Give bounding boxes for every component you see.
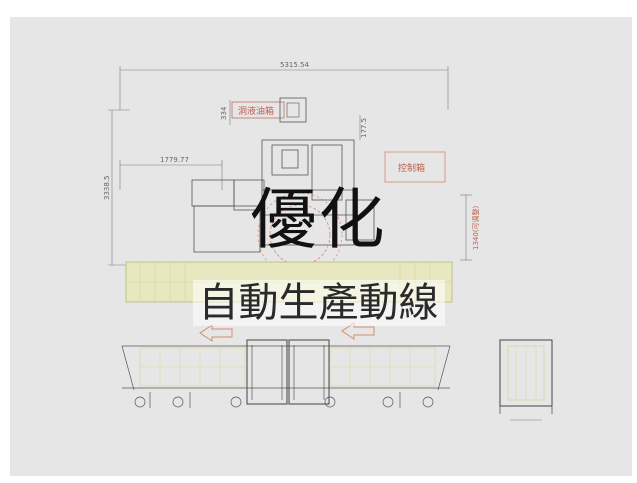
dim-left-offset: 1779.77	[160, 156, 189, 164]
dim-right-small: 177.5	[360, 118, 368, 138]
title-sub: 自動生產動線	[0, 270, 637, 328]
drawing-panel	[10, 17, 632, 476]
dim-top-small: 334	[220, 106, 228, 120]
title-main: 優化	[250, 181, 387, 258]
dim-overall-width: 5315.54	[280, 61, 309, 69]
flow-arrows	[199, 322, 375, 342]
control-box	[384, 151, 446, 183]
control-box-label: 控制箱	[398, 162, 425, 174]
end-view	[499, 339, 553, 421]
oil-tank-label: 洞液油箱	[238, 105, 274, 117]
dimension-lines	[108, 66, 472, 266]
dim-overall-height: 3338.5	[103, 176, 111, 201]
conveyor-side	[121, 339, 451, 408]
title-sub-text: 自動生產動線	[192, 280, 445, 326]
oil-tank	[231, 97, 307, 123]
dim-right-height: 1340(可调整)	[471, 205, 480, 250]
